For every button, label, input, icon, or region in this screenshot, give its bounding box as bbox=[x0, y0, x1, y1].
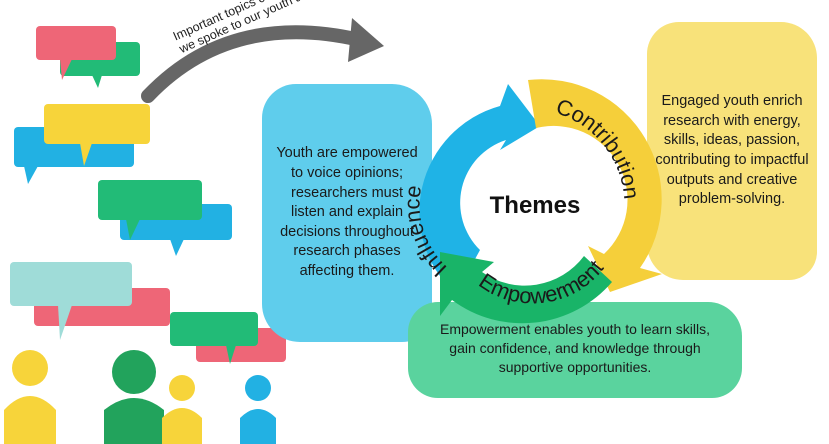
speech-bubble-icon bbox=[170, 312, 286, 364]
person-icon bbox=[4, 350, 56, 444]
curved-arrow-icon bbox=[141, 18, 384, 103]
themes-title: Themes bbox=[489, 192, 581, 219]
speech-bubble-icon bbox=[36, 26, 140, 88]
speech-bubble-icon bbox=[14, 104, 150, 184]
contribution-segment bbox=[528, 79, 662, 292]
person-icon bbox=[240, 375, 276, 444]
person-icon bbox=[162, 375, 202, 444]
contribution-description: Engaged youth enrich research with energ… bbox=[647, 22, 817, 280]
speech-bubble-icon bbox=[10, 262, 170, 340]
person-icon bbox=[104, 350, 164, 444]
empowerment-segment bbox=[440, 252, 612, 324]
influence-description: Youth are empowered to voice opinions; r… bbox=[262, 84, 432, 342]
speech-bubble-icon bbox=[98, 180, 232, 256]
empowerment-description: Empowerment enables youth to learn skill… bbox=[408, 302, 742, 398]
influence-segment bbox=[419, 84, 540, 294]
